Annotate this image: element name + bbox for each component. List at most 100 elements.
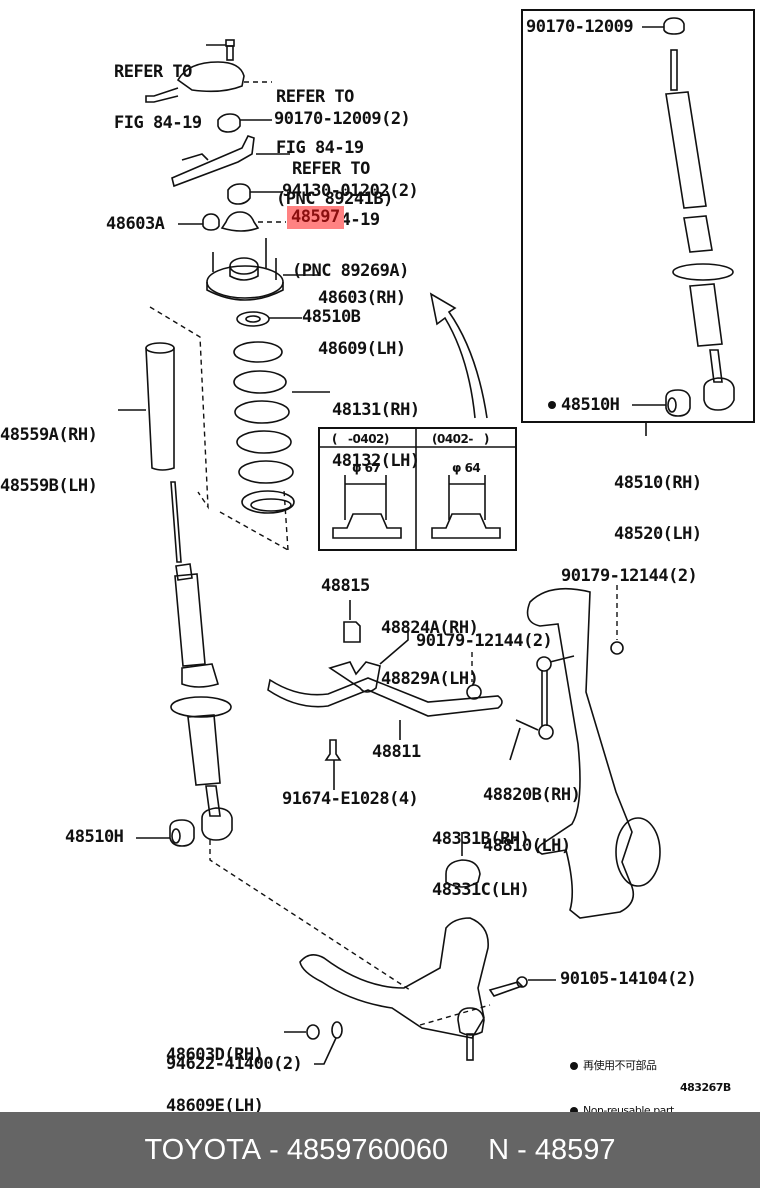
bolt-icon [225,39,235,61]
stabilizer-bracket-part [328,661,381,693]
part-label-48331b-48331c[interactable]: 48331B(RH) 48331C(LH) [432,797,530,916]
part-rh: 48820B(RH) [483,785,581,805]
refer-text: REFER TO [276,87,354,107]
spring-seat-inset [318,427,517,551]
arrow-icon [429,292,488,419]
part-label-90170-12009[interactable]: 90170-12009(2) [274,109,411,129]
fig-ref-link[interactable]: FIG 84-19 [276,138,364,158]
nut-icon [466,684,482,700]
footer-prefix: N [488,1133,510,1166]
pnc-ref: (PNC 89241B) [276,189,393,209]
table-header-late: (0402- ) [432,432,489,446]
part-rh: 48510(RH) [614,473,702,493]
dashed-guide [149,306,289,551]
footer-brand: TOYOTA [144,1133,262,1166]
part-label-94622-41400[interactable]: 94622-41400(2) [166,1054,303,1074]
stabilizer-bushing-part [343,621,361,643]
nut-icon [610,641,624,655]
part-lh: 48559B(LH) [0,476,98,496]
bound-stopper-part [220,211,260,232]
part-label-48603d-48609e[interactable]: 48603D(RH) 48609E(LH) [166,1013,264,1132]
part-lh: 48520(LH) [614,524,702,544]
bushing-part [665,389,691,417]
suspension-support-part [206,238,284,301]
figure-id: 483267B [680,1081,731,1094]
diameter-64: φ 64 [452,461,481,475]
leader-line [379,630,409,665]
washer-icon [331,1021,343,1039]
part-lh: 48829A(LH) [381,669,479,689]
table-header-early: ( -0402) [332,432,389,446]
part-label-48815[interactable]: 48815 [321,576,370,596]
part-number: 48510H [561,395,620,415]
refer-to-label: REFER TO FIG 84-19 [114,30,202,149]
part-label-48559[interactable]: 48559A(RH) 48559B(LH) [0,393,98,512]
part-label-90179-12144-a[interactable]: 90179-12144(2) [561,566,698,586]
part-label-48603-48609[interactable]: 48603(RH) 48609(LH) [318,256,406,375]
part-rh: 48131(RH) [332,400,420,420]
nut-icon [663,17,685,35]
shock-absorber-part [665,49,735,411]
diameter-67: φ 67 [352,461,381,475]
dust-boot-part [145,342,175,471]
bullet-icon [570,1107,578,1115]
dashed-guide [209,840,411,991]
part-label-48603a[interactable]: 48603A [106,214,165,234]
footer-part-number: 4859760060 [286,1133,449,1166]
part-lh: 48810(LH) [483,836,571,856]
inset-frame [521,9,755,423]
bolt-icon [324,739,342,761]
part-label-90179-12144-b[interactable]: 90179-12144(2) [416,631,553,651]
refer-text: REFER TO [292,159,370,179]
lower-arm-part [299,917,489,1061]
height-sensor-part [145,61,245,103]
coil-spring-part [233,341,295,514]
part-label-48510b[interactable]: 48510B [302,307,361,327]
dashed-guide [419,1004,491,1026]
refer-text: REFER TO [114,62,192,82]
refer-to-label: REFER TO FIG 84-19 (PNC 89269A) [292,127,409,297]
part-label-48811[interactable]: 48811 [372,742,421,762]
part-label-inset-90170[interactable]: 90170-12009 [526,17,634,37]
part-label-48131-48132[interactable]: 48131(RH) 48132(LH) [332,368,420,487]
refer-to-label: REFER TO FIG 84-19 (PNC 89241B) [276,55,393,225]
leader-line [509,727,521,761]
footer-sep: - [261,1133,287,1166]
part-label-48820b-48810[interactable]: 48820B(RH) 48810(LH) [483,753,581,872]
part-rh: 48603(RH) [318,288,406,308]
part-label-48597-highlighted[interactable]: 48597 [287,206,344,229]
part-rh: 48331B(RH) [432,829,530,849]
part-label-48510h[interactable]: 48510H [65,827,124,847]
non-reusable-dot-icon [548,401,556,409]
part-label-48510-48520[interactable]: 48510(RH) 48520(LH) [614,441,702,560]
parts-diagram: REFER TO FIG 84-19 REFER TO FIG 84-19 (P… [0,9,755,1117]
bracket-part [171,135,255,188]
part-label-91674-e1028[interactable]: 91674-E1028(4) [282,789,419,809]
part-lh: 48132(LH) [332,451,420,471]
leader-line [314,1037,337,1065]
stabilizer-bar-part [267,677,503,717]
footer-sep: - [509,1133,535,1166]
part-label-94130-01202[interactable]: 94130-01202(2) [282,181,419,201]
bolt-icon [488,976,528,997]
part-label-48824a-48829a[interactable]: 48824A(RH) 48829A(LH) [381,586,479,705]
nut-icon [217,113,241,133]
fig-ref-link[interactable]: FIG 84-19 [114,113,202,133]
part-rh: 48559A(RH) [0,425,98,445]
spring-insulator-part [236,311,270,327]
pnc-ref: (PNC 89269A) [292,261,409,281]
bushing-part [169,819,195,847]
shock-absorber-part [170,481,233,841]
stabilizer-link-part [515,655,575,740]
part-label-inset-48510h[interactable]: 48510H [548,395,620,415]
steering-knuckle-part [526,587,661,919]
part-rh: 48603D(RH) [166,1045,264,1065]
bullet-icon [570,1062,578,1070]
part-lh: 48609(LH) [318,339,406,359]
part-rh: 48824A(RH) [381,618,479,638]
nut-icon [227,183,251,205]
diagram-linework [118,9,755,1065]
nut-icon [306,1024,320,1040]
part-label-90105-14104[interactable]: 90105-14104(2) [560,969,697,989]
